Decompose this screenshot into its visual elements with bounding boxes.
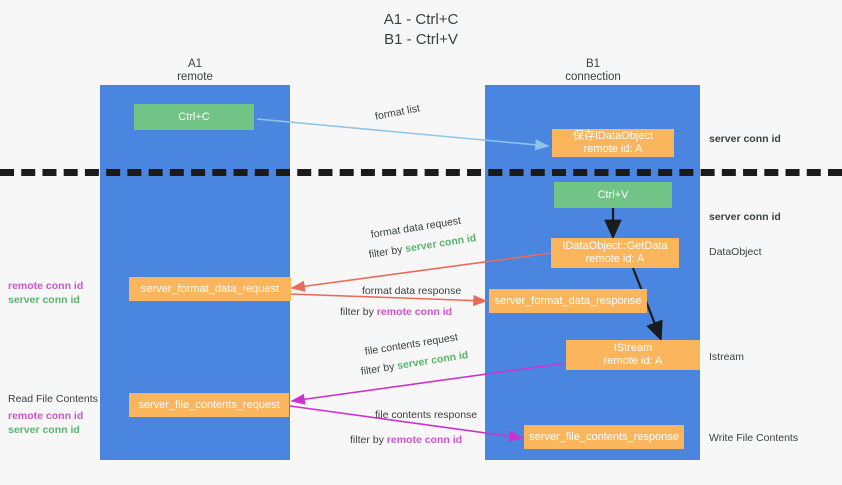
node-istream-line1: IStream: [613, 342, 653, 354]
filter-prefix: filter by: [340, 306, 377, 318]
node-istream-line2: remote id: A: [603, 355, 663, 367]
left-label-bottom-title: Read File Contents: [8, 393, 98, 405]
arrow-format-data-response: [289, 293, 488, 307]
node-server-file-contents-response[interactable]: server_file_contents_response: [524, 425, 684, 449]
column-header-a1: A1 remote: [130, 58, 260, 84]
edge-label-file-contents-response: file contents response: [375, 409, 478, 421]
node-getdata-line1: IDataObject::GetData: [562, 240, 668, 252]
right-label-write-file-contents: Write File Contents: [709, 432, 799, 444]
filter-value-remote-conn-id: remote conn id: [376, 306, 453, 318]
right-label-dataobject: DataObject: [709, 246, 762, 258]
node-server-file-contents-request-label: server_file_contents_request: [138, 398, 280, 411]
edge-filter-file-contents-response: filter by remote conn id: [350, 434, 462, 447]
left-label-bottom: Read File Contents remote conn id server…: [8, 392, 103, 437]
title-line-2: B1 - Ctrl+V: [384, 31, 458, 48]
node-server-format-data-request-label: server_format_data_request: [140, 282, 280, 295]
right-label-server-conn-1: server conn id: [709, 133, 781, 145]
node-ctrl-c-label: Ctrl+C: [178, 110, 210, 123]
node-ctrl-v-label: Ctrl+V: [597, 188, 629, 201]
right-label-istream: Istream: [709, 351, 745, 363]
arrow-file-contents-response: [289, 405, 524, 442]
right-label-server-conn-2: server conn id: [709, 211, 781, 223]
node-istream[interactable]: IStream remote id: A: [566, 340, 700, 370]
node-idataobject-line2: remote id: A: [583, 143, 643, 155]
node-getdata-line2: remote id: A: [585, 253, 645, 265]
node-ctrl-c[interactable]: Ctrl+C: [134, 104, 254, 130]
left-label-bottom-server: server conn id: [8, 424, 80, 436]
column-header-a1-sub: remote: [177, 71, 213, 83]
edge-filter-file-contents-request: filter by server conn id: [360, 349, 469, 379]
arrow-format-list: [256, 118, 550, 151]
node-getdata[interactable]: IDataObject::GetData remote id: A: [551, 238, 679, 268]
node-server-format-data-request[interactable]: server_format_data_request: [129, 277, 291, 301]
left-label-mid: remote conn id server conn id: [8, 279, 98, 307]
title-line-1: A1 - Ctrl+C: [383, 11, 459, 28]
edge-label-format-data-response: format data response: [362, 285, 462, 297]
node-ctrl-v[interactable]: Ctrl+V: [554, 182, 672, 208]
node-server-format-data-response[interactable]: server_format_data_response: [489, 289, 647, 313]
node-idataobject-line1: 保存IDataObject: [572, 130, 654, 142]
edge-label-format-list: format list: [374, 102, 421, 124]
column-header-a1-name: A1: [187, 58, 203, 70]
edge-filter-format-data-request: filter by server conn id: [368, 232, 477, 262]
arrow-file-contents-request: [290, 362, 567, 405]
diagram-title: A1 - Ctrl+C B1 - Ctrl+V: [0, 10, 842, 50]
column-header-b1-name: B1: [585, 58, 601, 70]
filter-value-remote-conn-id: remote conn id: [386, 434, 463, 446]
node-server-file-contents-response-label: server_file_contents_response: [529, 430, 679, 443]
node-server-format-data-response-label: server_format_data_response: [494, 294, 642, 307]
filter-prefix: filter by: [350, 434, 387, 446]
section-divider: [0, 169, 842, 176]
column-header-b1-sub: connection: [565, 71, 621, 83]
column-header-b1: B1 connection: [528, 58, 658, 84]
left-label-mid-server: server conn id: [8, 294, 80, 306]
arrow-format-data-request: [290, 252, 552, 292]
left-label-bottom-remote: remote conn id: [8, 410, 84, 422]
left-label-mid-remote: remote conn id: [8, 280, 84, 292]
node-idataobject[interactable]: 保存IDataObject remote id: A: [552, 129, 674, 157]
node-server-file-contents-request[interactable]: server_file_contents_request: [129, 393, 289, 417]
edge-filter-format-data-response: filter by remote conn id: [340, 306, 452, 319]
